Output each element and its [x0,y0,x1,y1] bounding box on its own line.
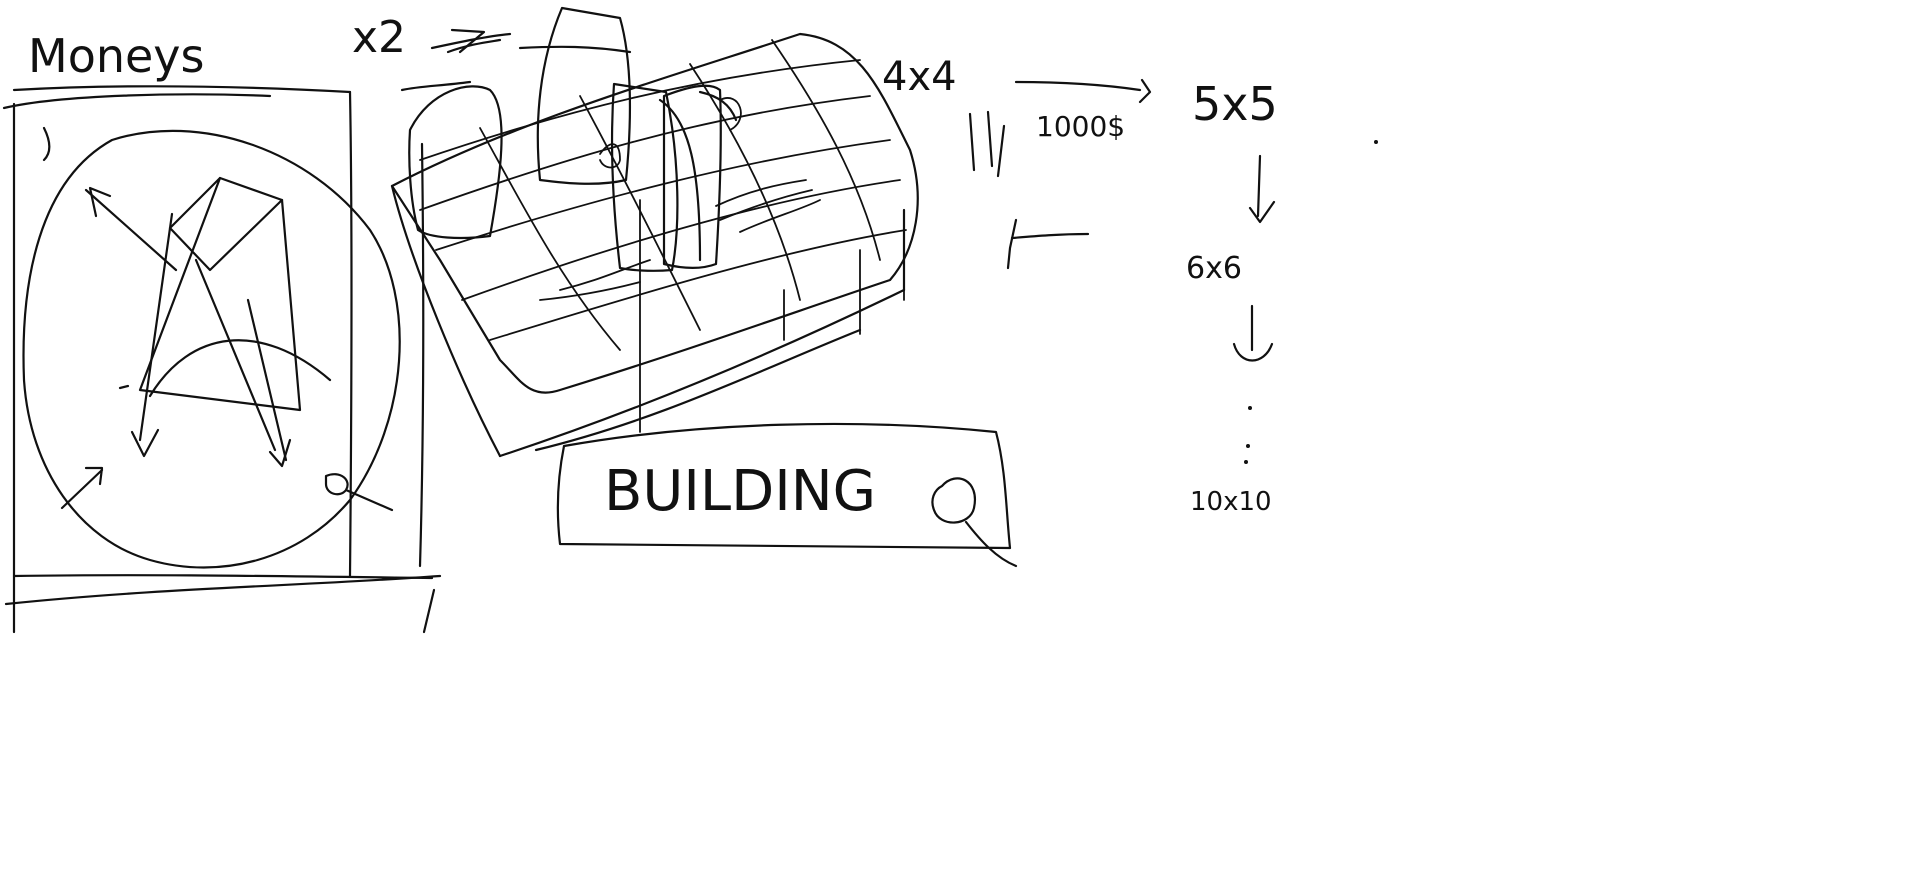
build-button[interactable]: BUILDING [556,422,1018,568]
panel-top-line-2 [2,93,272,110]
grid-line-v3 [689,63,801,301]
ellipsis-dot-2 [1246,444,1250,448]
panel-bottom-line-2 [4,574,442,606]
arrow-down-left-head [130,428,160,458]
multiplier-label: x2 [352,12,406,63]
building-4[interactable] [662,84,722,269]
grid-size-10: 10x10 [1190,487,1272,517]
panel-top-line [12,85,352,94]
panel-bottom-line [12,574,434,580]
hatching-right [715,179,821,233]
grid-size-5: 5x5 [1192,77,1278,131]
price-strikes [968,110,1006,178]
pyramid-top [168,176,284,272]
grid-size-6: 6x6 [1186,251,1242,286]
board-front-edge [498,288,906,458]
grid-line-v1 [479,127,621,351]
arrow-down-left-line [138,212,174,442]
panel-right-edge [348,90,353,578]
board-left-side [390,184,502,458]
price-label: 1000$ [1036,110,1125,143]
building-2-roof-line [518,45,632,54]
panel-tick [422,588,436,634]
building-1[interactable] [408,85,503,240]
grid-line-v4 [771,39,881,261]
arrow-up-left-head [88,186,112,218]
arrow-to-next-head [1232,342,1274,362]
grid-board[interactable] [390,6,919,458]
arrow-down-right-line [246,298,288,462]
arrow-to-6x6-line [1256,154,1262,218]
grid-line-h2 [419,95,871,211]
pyramid-diagonal [194,258,277,452]
building-3[interactable] [610,82,679,272]
back-arrow-head [1006,218,1018,270]
pointer-hand-icon [931,477,977,524]
stray-dot [1374,140,1378,144]
building-3-side [658,98,702,262]
building-4-roof [698,90,738,122]
scribble-1 [599,143,621,169]
board-top-face [390,32,919,394]
build-button-label: BUILDING [604,459,876,524]
arrow-down-right-head [268,438,292,468]
arrow-bottom-left-head [84,466,104,486]
grid-line-h1 [419,59,861,161]
panel-right-edge-2 [418,142,425,568]
joystick-circle[interactable] [22,129,401,569]
loop-mark [324,473,394,512]
arrow-to-6x6-head [1248,200,1276,224]
scribble-2 [719,97,742,131]
ellipsis-dot-3 [1244,460,1248,464]
hatching-left [539,259,651,301]
ellipsis-dot-1 [1248,406,1252,410]
tick-mark [118,384,130,390]
board-front-edge-2 [534,328,862,452]
building-2[interactable] [536,6,632,185]
arrow-to-5x5-line [1014,80,1142,92]
money-panel: Moneys [2,29,442,634]
back-arrow-line [1010,232,1090,240]
multiplier-arrow-line-2 [446,38,502,54]
pointer-hand-tail [964,520,1018,568]
pyramid-body [138,176,302,412]
panel-title: Moneys [28,29,204,83]
multiplier-arrow-line [430,32,512,50]
building-1-roof [400,80,472,92]
grid-size-4: 4x4 [882,54,957,100]
upgrade-chain: 4x4 1000$ 5x5 6x6 10x10 [882,54,1378,517]
multiplier-group: x2 [352,12,512,63]
arrow-up-left-line [84,188,178,272]
arrow-to-5x5-head [1138,78,1152,104]
build-button-frame[interactable] [556,422,1012,550]
hook-mark [42,126,51,162]
grid-line-h5 [489,229,907,341]
arrow-bottom-left-line [60,468,104,510]
grid-line-h4 [461,179,901,301]
